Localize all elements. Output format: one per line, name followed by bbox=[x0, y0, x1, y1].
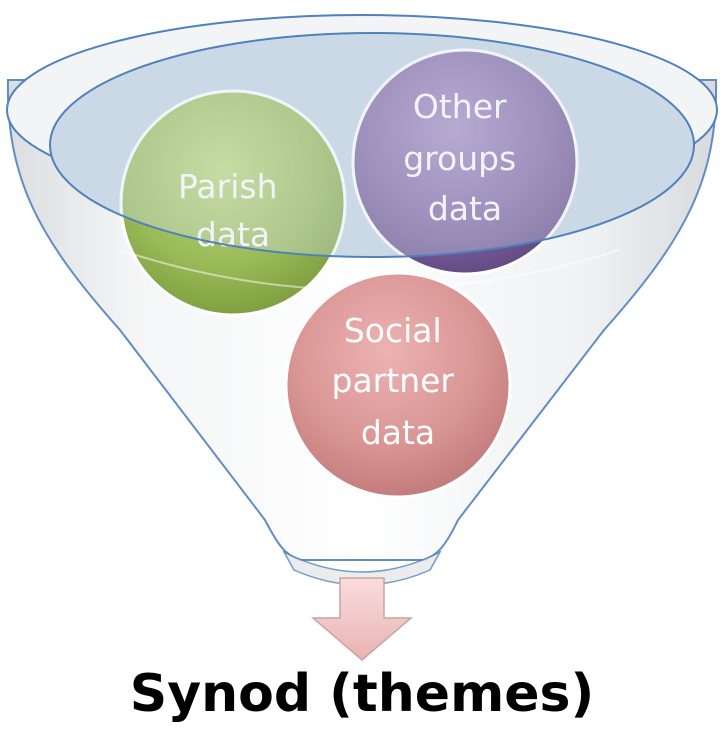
funnel-rim-glass bbox=[48, 32, 696, 258]
funnel-spout bbox=[282, 550, 442, 586]
input-ball-social-partner: Social partner data bbox=[284, 271, 512, 499]
svg-text:Other groups data: Other groups data bbox=[403, 87, 527, 228]
input-ball-other-groups: Other groups data bbox=[351, 48, 579, 276]
ball-label-line: Parish bbox=[178, 167, 277, 206]
ball-label-line: Other bbox=[413, 87, 507, 126]
down-arrow-icon bbox=[310, 577, 414, 661]
svg-text:Social partner dat: Social partner data bbox=[332, 311, 465, 452]
input-ball-parish: Parish data bbox=[119, 89, 347, 317]
ball-label-line: Social bbox=[344, 311, 442, 350]
svg-text:Parish data: Parish data bbox=[178, 167, 288, 254]
ball-label-line: data bbox=[361, 413, 435, 452]
ball-label-line: data bbox=[428, 189, 502, 228]
ball-label-line: data bbox=[196, 215, 270, 254]
ball-label-line: groups bbox=[403, 139, 516, 178]
output-label: Synod (themes) bbox=[129, 664, 595, 724]
ball-label-line: partner bbox=[332, 361, 455, 400]
